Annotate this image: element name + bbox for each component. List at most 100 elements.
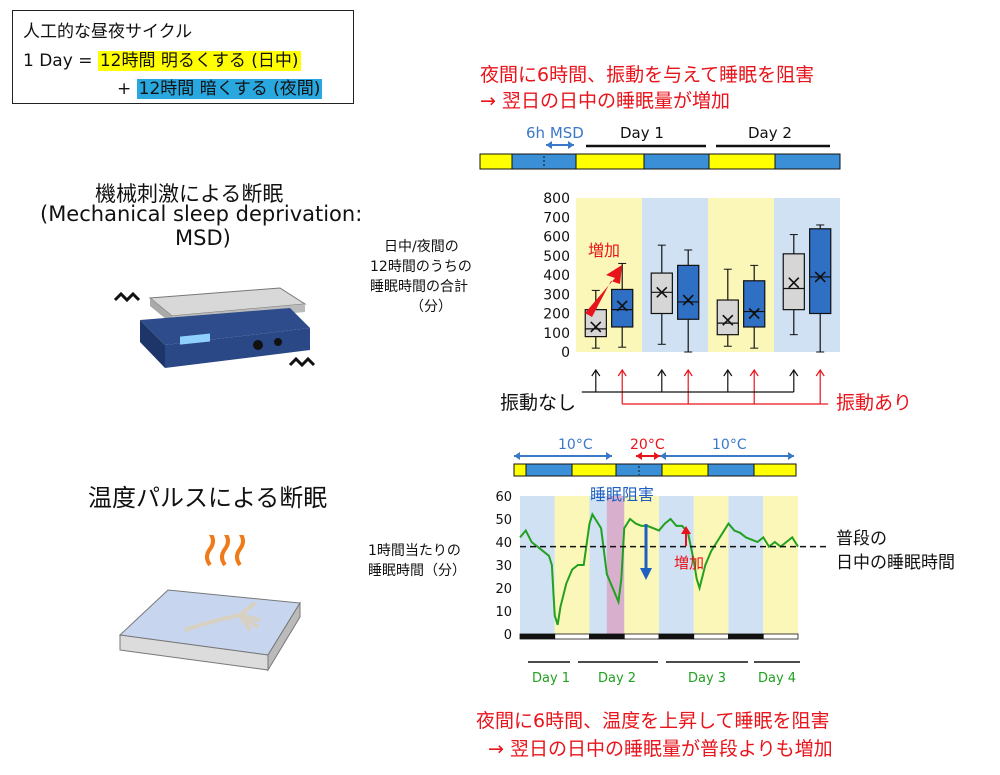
box-mean-mark <box>682 294 694 306</box>
temp-day-labels: Day 1 Day 2 Day 3 Day 4 <box>528 661 800 686</box>
legend-night-highlight: 12時間 暗くする (夜間) <box>136 79 323 99</box>
temp-ylabel-line2: 睡眠時間（分） <box>368 563 466 579</box>
y-tick-label: 500 <box>543 249 570 265</box>
msd-title-line3: MSD) <box>175 226 231 250</box>
box-mean-mark <box>748 307 760 320</box>
day-label-1: Day 1 <box>532 671 570 686</box>
msd-timeline: 6h MSD Day 1 Day 2 <box>479 124 841 170</box>
legend-night-prefix: + <box>117 79 137 99</box>
period-shade-night <box>520 496 555 634</box>
period-shade-night <box>728 496 764 634</box>
disruption-label: 睡眠阻害 <box>590 485 654 504</box>
y-tick-label: 60 <box>495 490 512 505</box>
period-shade-day <box>624 496 659 634</box>
vibration-arrows <box>581 368 829 405</box>
y-tick-label: 200 <box>543 307 570 323</box>
msd-title-line2: (Mechanical sleep deprivation: <box>40 202 363 226</box>
period-shade-day <box>693 496 729 634</box>
legend-day-line: 1 Day = 12時間 明るくする (日中) <box>23 46 301 71</box>
legend-night-line: + 12時間 暗くする (夜間) <box>117 74 323 99</box>
box-vibration <box>677 264 700 320</box>
no-vibration-arrowhead <box>657 368 667 377</box>
period-shade-day <box>763 496 798 634</box>
vibration-arrowhead <box>815 368 825 377</box>
msd-timeline-label: 6h MSD <box>526 124 584 142</box>
day-label-3: Day 3 <box>688 671 726 686</box>
y-tick-label: 50 <box>495 513 512 528</box>
vibration-arrowhead <box>749 368 759 377</box>
light-dark-bar <box>519 633 556 640</box>
msd-timeline-day2: Day 2 <box>748 124 792 142</box>
temp-right-label: 10°C <box>712 437 747 453</box>
vibration-arrowhead <box>683 368 693 377</box>
day-label-2: Day 2 <box>598 671 636 686</box>
temp-caption-line2: → 翌日の日中の睡眠量が普段よりも増加 <box>488 738 833 760</box>
temp-ylabel-line1: 1時間当たりの <box>368 543 461 559</box>
no-vibration-arrowhead <box>723 368 733 377</box>
msd-caption-line1: 夜間に6時間、振動を与えて睡眠を阻害 <box>480 64 815 86</box>
msd-ylabel-line1: 日中/夜間の <box>384 239 459 255</box>
light-dark-bar <box>623 633 660 640</box>
baseline-label-line2: 日中の睡眠時間 <box>836 553 955 573</box>
legend-day-prefix: 1 Day = <box>23 51 98 71</box>
legend-title: 人工的な昼夜サイクル <box>23 22 193 42</box>
y-tick-label: 800 <box>543 191 570 207</box>
y-tick-label: 700 <box>543 210 570 226</box>
msd-increase-label: 増加 <box>588 241 620 260</box>
light-dark-bar <box>589 633 625 640</box>
light-dark-bar <box>728 633 764 640</box>
box-mean-mark <box>814 271 826 283</box>
temp-line-chart: 0 10 20 30 40 50 60 睡眠阻害 増加 <box>495 485 828 643</box>
box-mean-mark <box>590 321 602 333</box>
temp-mid-label: 20°C <box>630 437 665 453</box>
temperature-pulse-shade <box>606 496 625 634</box>
box-vibration <box>809 228 832 315</box>
period-shade-night <box>659 496 694 634</box>
y-tick-label: 0 <box>504 628 512 643</box>
msd-ylabel-line2: 12時間のうちの <box>370 259 472 275</box>
y-tick-label: 300 <box>543 287 570 303</box>
vibration-arrowhead <box>617 368 627 377</box>
light-dark-bar <box>554 633 590 640</box>
light-dark-bar <box>762 633 799 640</box>
box-mean-mark <box>788 277 800 289</box>
temp-caption-line1: 夜間に6時間、温度を上昇して睡眠を阻害 <box>476 710 830 732</box>
box-vibration <box>611 288 634 328</box>
legend-day-highlight: 12時間 明るくする (日中) <box>97 51 301 71</box>
temp-increase-arrowhead <box>681 526 691 534</box>
water-bath-illustration <box>118 535 301 672</box>
sleep-line <box>519 512 799 626</box>
msd-ylabel-line3: 睡眠時間の合計 <box>370 279 468 295</box>
y-tick-label: 20 <box>495 582 512 597</box>
box-mean-mark <box>616 300 628 312</box>
baseline-label-line1: 普段の <box>836 529 887 549</box>
temp-title: 温度パルスによる断眠 <box>88 484 328 512</box>
no-vibration-arrowhead <box>591 368 601 377</box>
y-tick-label: 40 <box>495 536 512 551</box>
y-tick-label: 0 <box>561 345 570 361</box>
box-mean-mark <box>656 286 668 298</box>
y-tick-label: 10 <box>495 605 512 620</box>
box-no-vibration <box>716 299 739 336</box>
box-vibration <box>743 280 766 328</box>
msd-timeline-day1: Day 1 <box>620 124 664 142</box>
temp-left-label: 10°C <box>558 437 593 453</box>
light-dark-bar <box>658 633 695 640</box>
msd-caption-line2: → 翌日の日中の睡眠量が増加 <box>480 90 730 112</box>
day-label-4: Day 4 <box>758 671 796 686</box>
increase-arrow <box>585 265 622 317</box>
temp-increase-label: 増加 <box>674 554 704 572</box>
y-tick-label: 600 <box>543 230 570 246</box>
temp-timeline: 10°C 20°C 10°C <box>513 437 797 477</box>
no-vibration-arrowhead <box>789 368 799 377</box>
msd-ylabel-line4: （分） <box>410 299 452 315</box>
y-tick-label: 400 <box>543 268 570 284</box>
y-tick-label: 30 <box>495 559 512 574</box>
box-mean-mark <box>722 314 734 326</box>
vibration-label: 振動あり <box>836 392 913 414</box>
disruption-arrowhead <box>640 568 652 580</box>
shaker-illustration <box>113 287 316 368</box>
day-night-legend: 人工的な昼夜サイクル 1 Day = 12時間 明るくする (日中) + 12時… <box>12 10 354 104</box>
msd-title-line1: 機械刺激による断眠 <box>95 182 284 206</box>
